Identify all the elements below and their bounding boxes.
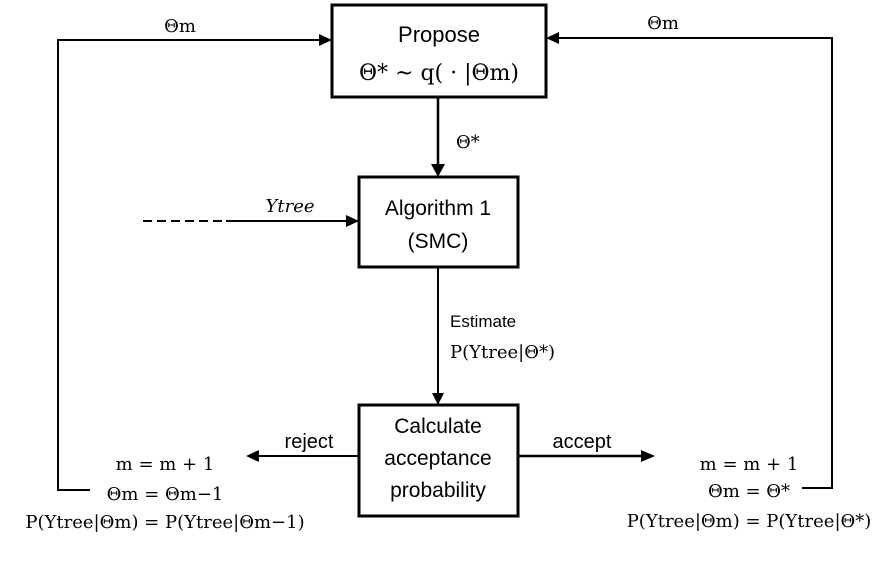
calculate-line-3: probability (390, 479, 486, 502)
arrow-propose-to-algorithm (431, 97, 445, 177)
arrow-reject-loop (57, 34, 332, 491)
reject-update-line-2: Θm = Θm−1 (107, 484, 224, 505)
algorithm-box: Algorithm 1 (SMC) (357, 175, 520, 269)
reject-update-line-1: m = m + 1 (116, 454, 215, 475)
arrow-accept-loop (546, 32, 833, 489)
arrow-accept (518, 450, 655, 462)
accept-update: m = m + 1 Θm = Θ* P(Ytree|Θm) = P(Ytree|… (627, 454, 872, 532)
accept-update-line-2: Θm = Θ* (708, 481, 790, 502)
accept-update-line-3: P(Ytree|Θm) = P(Ytree|Θ*) (627, 511, 872, 532)
algorithm-box-border (357, 175, 520, 269)
algorithm-line-2: (SMC) (408, 230, 469, 253)
propose-box: Propose Θ* ~ q( · |Θm) (330, 3, 548, 99)
propose-title: Propose (398, 22, 480, 47)
theta-m-left-label: Θm (164, 16, 196, 37)
y-tree-label: Ytree (265, 196, 314, 217)
calculate-box-border (357, 403, 520, 518)
theta-star-label: Θ* (456, 132, 480, 153)
arrow-algorithm-to-calculate (432, 267, 444, 405)
calculate-line-2: acceptance (384, 447, 491, 470)
reject-update: m = m + 1 Θm = Θm−1 P(Ytree|Θm) = P(Ytre… (25, 454, 304, 533)
arrow-input-to-algorithm (143, 215, 359, 227)
propose-formula: Θ* ~ q( · |Θm) (359, 61, 519, 86)
arrow-reject (246, 450, 359, 462)
reject-label: reject (285, 431, 334, 453)
algorithm-line-1: Algorithm 1 (385, 197, 491, 220)
theta-m-right-label: Θm (647, 13, 679, 34)
reject-update-line-3: P(Ytree|Θm) = P(Ytree|Θm−1) (25, 512, 304, 533)
propose-box-border (330, 3, 548, 99)
accept-update-line-1: m = m + 1 (700, 454, 799, 475)
estimate-formula: P(Ytree|Θ*) (450, 342, 555, 363)
calculate-line-1: Calculate (394, 415, 482, 438)
estimate-label: Estimate (450, 312, 516, 331)
calculate-box: Calculate acceptance probability (357, 403, 520, 518)
accept-label: accept (553, 431, 612, 453)
